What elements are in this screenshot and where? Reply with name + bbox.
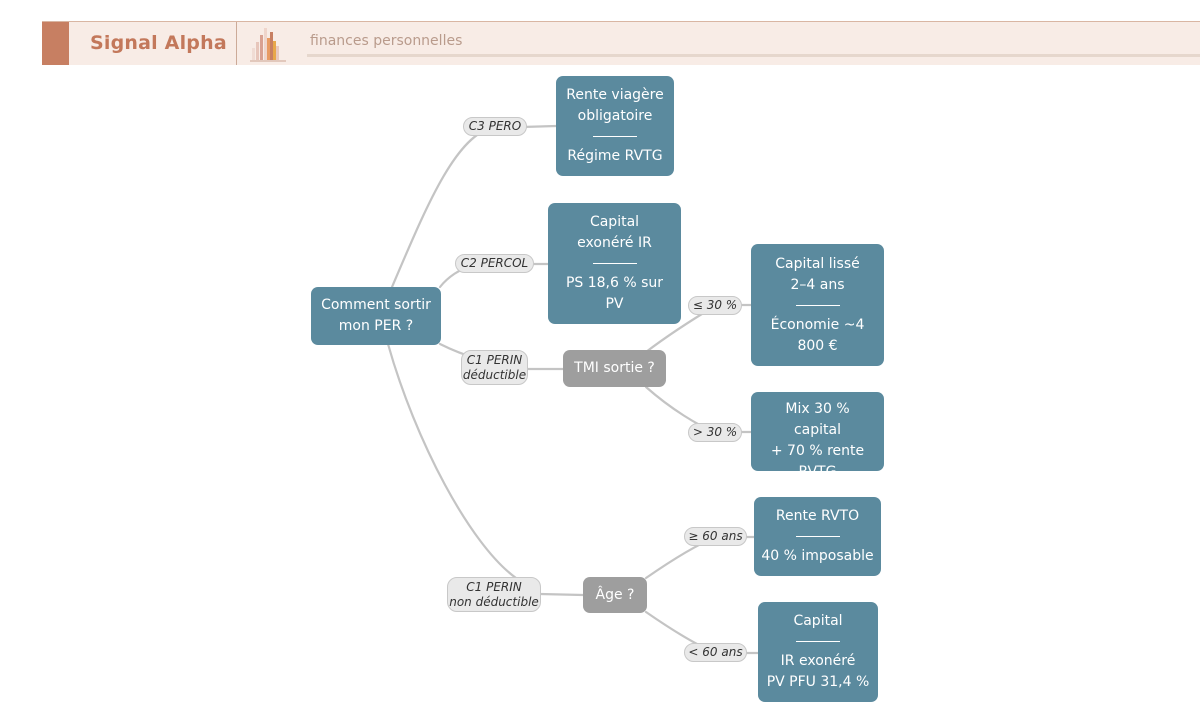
capital60-bottom-line-1: IR exonéré (780, 653, 856, 669)
label-tmi-high: > 30 % (688, 423, 742, 442)
tmi-decision-text: TMI sortie ? (574, 360, 655, 376)
node-divider (592, 263, 637, 264)
capital60-top-line-1: Capital (793, 613, 843, 629)
node-divider (795, 536, 840, 537)
lisse-bottom-line-2: 800 € (797, 337, 838, 354)
label-c1d-line-2: déductible (462, 367, 527, 382)
age-decision-node: Âge ? (583, 577, 647, 613)
mix-line-3: + 70 % rente (770, 443, 865, 459)
header-separator (236, 22, 237, 65)
root-node: Comment sortir mon PER ? (311, 287, 441, 345)
rente-top-line-1: Rente viagère (566, 87, 664, 103)
label-age-high-text: ≥ 60 ans (688, 529, 743, 543)
result-capital-exonere: Capital exonéré IR PS 18,6 % sur PV (548, 203, 681, 324)
site-tagline: finances personnelles (310, 33, 463, 49)
capital-exo-bottom-line-1: PS 18,6 % sur (565, 275, 664, 291)
label-c3-pero: C3 PERO (463, 117, 527, 136)
result-rente-viagere: Rente viagère obligatoire Régime RVTG (556, 76, 674, 176)
tmi-decision-node: TMI sortie ? (563, 350, 666, 387)
site-header: Signal Alpha finances personnelles (42, 21, 1200, 65)
label-c1-perin-deductible: C1 PERIN déductible (461, 350, 528, 385)
mix-line-4: RVTG (799, 462, 837, 471)
capital60-bottom-line-2: PV PFU 31,4 % (766, 674, 870, 690)
label-tmi-low: ≤ 30 % (688, 296, 742, 315)
root-line-2: mon PER ? (338, 318, 414, 334)
lisse-top-line-2: 2–4 ans (790, 276, 845, 293)
rente-bottom-line-1: Régime RVTG (567, 148, 663, 164)
mix-line-2: capital (793, 422, 841, 438)
brand-color-block (42, 22, 69, 65)
node-divider (593, 136, 637, 137)
label-c1-perin-non-deductible: C1 PERIN non déductible (447, 577, 541, 612)
result-mix: Mix 30 % capital + 70 % rente RVTG (751, 392, 884, 471)
label-c1nd-line-1: C1 PERIN (466, 579, 522, 594)
label-age-high: ≥ 60 ans (684, 527, 747, 546)
label-c1nd-line-2: non déductible (449, 594, 539, 609)
label-tmi-high-text: > 30 % (692, 425, 738, 439)
node-divider (796, 641, 840, 642)
label-age-low-text: < 60 ans (688, 645, 743, 659)
bar-chart-logo-icon (250, 28, 286, 62)
rente-top-line-2: obligatoire (577, 108, 653, 124)
brand-name[interactable]: Signal Alpha (90, 32, 227, 54)
result-rente-rvto: Rente RVTO 40 % imposable (754, 497, 881, 576)
capital-exo-top-line-2: exonéré IR (577, 235, 652, 251)
mix-line-1: Mix 30 % (785, 401, 850, 417)
rvto-top-line-1: Rente RVTO (775, 508, 860, 524)
label-c2-text: C2 PERCOL (460, 256, 529, 270)
label-tmi-low-text: ≤ 30 % (692, 298, 738, 312)
result-capital-moins-60: Capital IR exonéré PV PFU 31,4 % (758, 602, 878, 702)
capital-exo-top-line-1: Capital (589, 214, 640, 230)
node-divider (795, 304, 840, 306)
edge-root-c1nd (386, 342, 518, 580)
label-c2-percol: C2 PERCOL (455, 254, 534, 273)
label-age-low: < 60 ans (684, 643, 747, 662)
result-capital-lisse: Capital lissé 2–4 ans Économie ~4 800 € (751, 244, 884, 366)
label-c3-text: C3 PERO (468, 119, 522, 133)
tagline-underline (307, 54, 1200, 57)
edge-c3-rente (520, 124, 558, 129)
lisse-bottom-line-1: Économie ~4 (770, 316, 865, 333)
label-c1d-line-1: C1 PERIN (466, 352, 523, 367)
rvto-bottom-line-1: 40 % imposable (761, 548, 874, 564)
age-decision-text: Âge ? (595, 586, 635, 603)
root-line-1: Comment sortir (321, 297, 431, 313)
capital-exo-bottom-line-2: PV (605, 296, 624, 312)
lisse-top-line-1: Capital lissé (775, 255, 860, 272)
edge-c1nd-age (538, 592, 585, 597)
